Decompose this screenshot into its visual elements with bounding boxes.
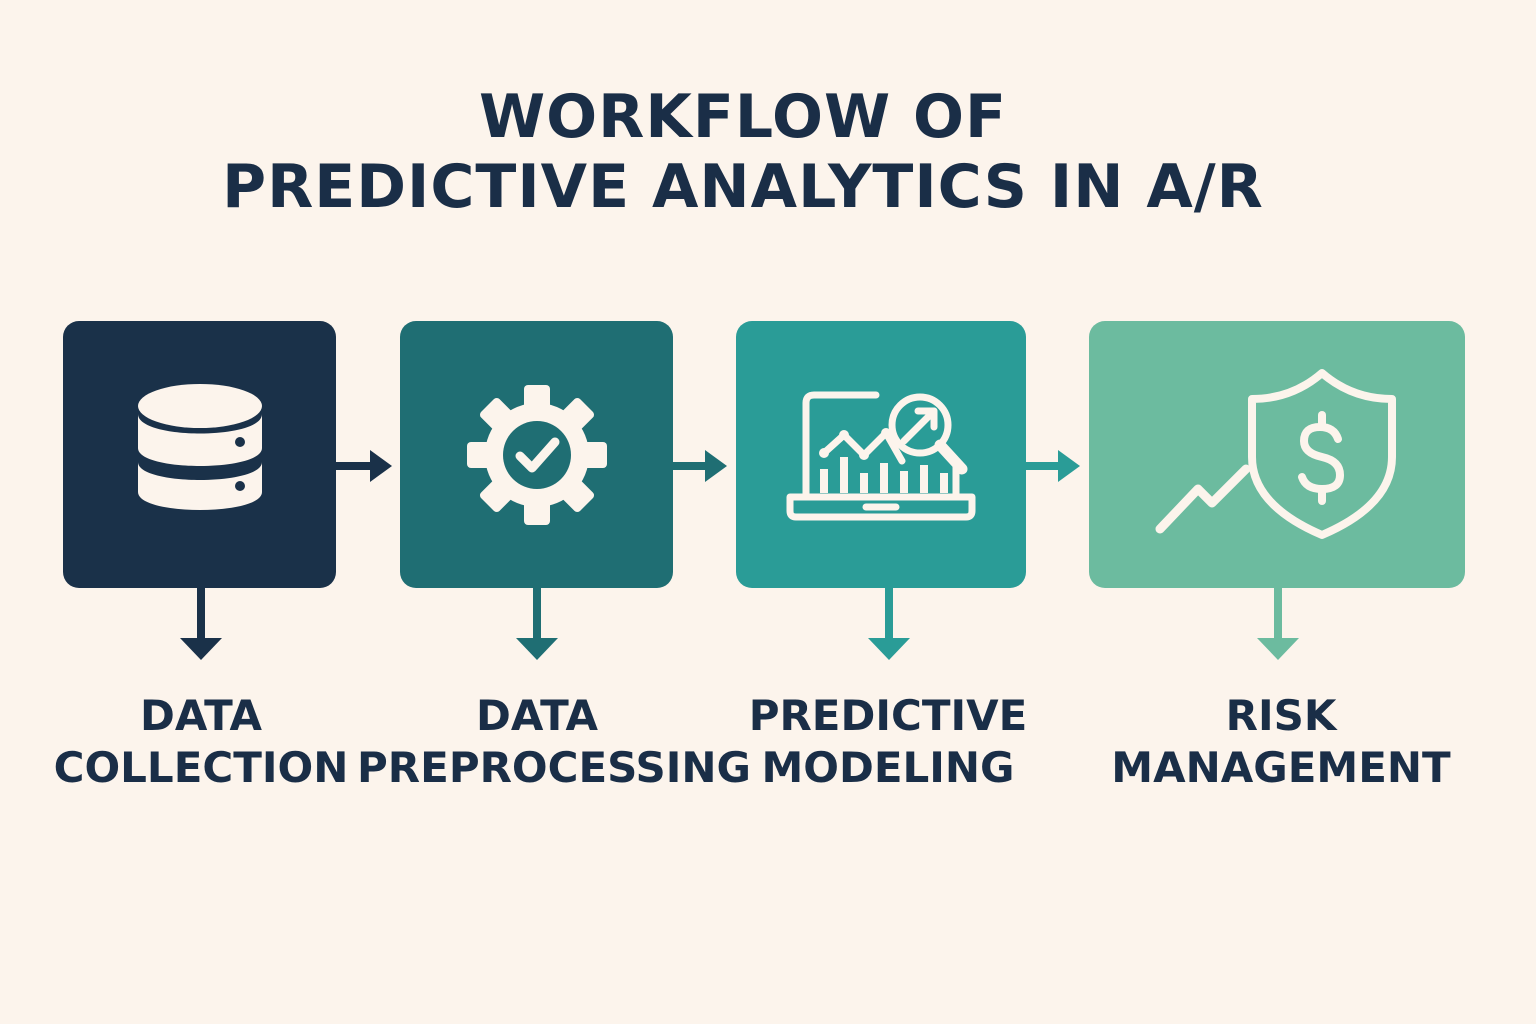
step-card-risk-management — [1089, 321, 1465, 588]
title-line-2: PREDICTIVE ANALYTICS IN A/R — [222, 152, 1264, 222]
step-label-risk-management: RISK MANAGEMENT — [1111, 691, 1451, 792]
arrow-down-3 — [868, 588, 910, 660]
gear-check-icon — [466, 384, 607, 525]
arrow-down-1 — [180, 588, 222, 660]
arrow-right-3 — [1026, 450, 1080, 482]
arrow-down-4 — [1257, 588, 1299, 660]
arrow-down-2 — [516, 588, 558, 660]
arrow-right-1 — [336, 450, 392, 482]
step-card-data-collection — [63, 321, 336, 588]
laptop-chart-magnifier-icon — [786, 391, 976, 520]
diagram-title: WORKFLOW OF PREDICTIVE ANALYTICS IN A/R — [0, 82, 1486, 222]
arrow-right-2 — [673, 450, 727, 482]
shield-dollar-trend-icon — [1155, 368, 1396, 539]
step-card-data-preprocessing — [400, 321, 673, 588]
step-label-data-collection: DATA COLLECTION — [53, 691, 349, 792]
database-icon — [137, 383, 262, 510]
step-label-predictive-modeling: PREDICTIVE MODELING — [748, 691, 1028, 792]
title-line-1: WORKFLOW OF — [478, 82, 1008, 152]
step-card-predictive-modeling — [736, 321, 1026, 588]
step-label-data-preprocessing: DATA PREPROCESSING — [357, 691, 752, 792]
